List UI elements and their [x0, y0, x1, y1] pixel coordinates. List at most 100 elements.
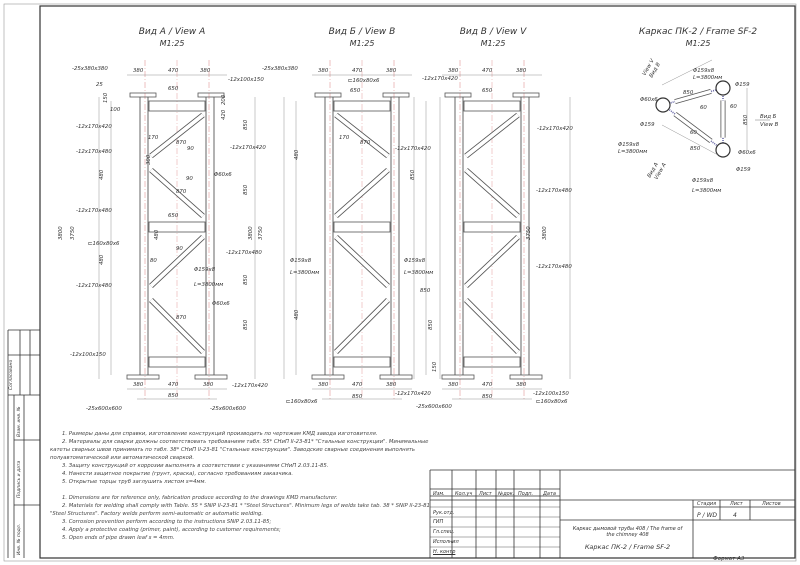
dimension-label-column-length: L=3800мм	[194, 282, 223, 288]
vertical-dimension-h3800: 3800	[58, 226, 64, 240]
tb-sheets-header: Листов	[762, 501, 781, 507]
base-plate	[126, 374, 160, 380]
dimension-label-rib-170x420: -12x170x420	[395, 146, 431, 152]
dimension-label-d60: 60	[730, 104, 737, 110]
dimension-label-column-length: L=3800мм	[404, 270, 433, 276]
base-plate	[194, 374, 228, 380]
top-plate	[129, 92, 157, 98]
stamp-sign-date: Подпись и дата	[16, 460, 22, 498]
dimension-label-column: Φ159x8	[194, 267, 216, 273]
plan-brace-fill	[674, 89, 712, 104]
dimension-label-pipe: Φ159	[735, 82, 750, 88]
dimension-label-channel: ⊏160x80x6	[286, 399, 318, 405]
vertical-dimension-h3750: 3750	[258, 226, 264, 240]
vertical-dimension-d480: 480	[154, 229, 160, 240]
dimension-label-d90: 90	[186, 176, 193, 182]
tb-role-chief: Гл.спец.	[433, 529, 455, 535]
vertical-dimension-d850: 850	[243, 184, 249, 195]
dimension-label-d470: 470	[352, 382, 363, 388]
dimension-label-d650: 650	[350, 88, 361, 94]
brace-pipe-fill	[149, 298, 205, 354]
dimension-label-rib-170x420: -12x170x420	[232, 383, 268, 389]
base-plate	[311, 374, 345, 380]
dimension-label-brace: Φ60x6	[640, 97, 658, 103]
dimension-label-d380: 380	[133, 382, 144, 388]
brace-pipe-fill	[464, 168, 520, 218]
dimension-label-d380: 380	[386, 68, 397, 74]
dimension-label-rib-170x420: -12x170x420	[537, 126, 573, 132]
vertical-dimension-d480: 480	[294, 309, 300, 320]
channel-strut	[148, 100, 206, 112]
tb-col-kol: Кол.уч	[455, 491, 473, 497]
side-stamp	[7, 329, 40, 558]
dimension-label-channel: ⊏160x80x6	[88, 241, 120, 247]
tower-view-b	[283, 60, 441, 400]
view-v-scale: M1:25	[481, 39, 506, 48]
vertical-dimension-h3800: 3800	[542, 226, 548, 240]
outer-border	[3, 3, 797, 562]
channel-strut	[333, 221, 391, 233]
note-ru-3: 3. Защиту конструкций от коррозии выполн…	[62, 463, 329, 469]
top-plate	[382, 92, 410, 98]
dimension-label-d870: 870	[176, 189, 187, 195]
dimension-label-d850: 850	[683, 90, 694, 96]
vertical-dimension-d200: 200	[221, 94, 227, 105]
view-a-title: Вид А / View A	[139, 27, 206, 37]
dimension-label-d25: 25	[96, 82, 103, 88]
vertical-dimension-d420: 420	[221, 109, 227, 120]
note-ru-4: 4. Нанести защитное покрытие (грунт, кра…	[62, 471, 294, 477]
dimension-label-brace: Φ60x6	[738, 150, 756, 156]
dimension-label-rib-100x150: -12x100x150	[70, 352, 106, 358]
dimension-label-rib-170x420: -12x170x420	[422, 76, 458, 82]
dimension-label-d850: 850	[352, 394, 363, 400]
dimension-label-column-length: L=3800мм	[693, 75, 722, 81]
plan-brace-weld	[662, 87, 724, 106]
title-block-grid	[429, 469, 795, 558]
dimension-label-d60: 60	[700, 105, 707, 111]
dimension-label-plate-top: -25x380x380	[72, 66, 108, 72]
dimension-label-plate-bottom: -25x600x600	[416, 404, 452, 410]
tower-views	[98, 60, 571, 400]
dimension-label-rib-170x480: -12x170x480	[76, 283, 112, 289]
vertical-dimension-d480: 480	[294, 149, 300, 160]
note-en-2: 2. Materials for welding shall comply wi…	[50, 503, 430, 517]
dimension-label-rib-100x150: -12x100x150	[228, 77, 264, 83]
dimension-label-view-b-arrow: Вид Б	[760, 114, 777, 120]
dimension-line	[661, 59, 713, 86]
dimension-label-d380: 380	[516, 68, 527, 74]
brace-pipe-fill	[464, 113, 520, 158]
tb-format: Формат А3	[713, 556, 745, 562]
dimension-label-d870: 870	[360, 140, 371, 146]
tb-role-head: Рук.отд.	[433, 510, 455, 516]
dimension-label-column-length: L=3800мм	[290, 270, 319, 276]
dimension-label-d650: 650	[168, 213, 179, 219]
dimension-label-d380: 380	[448, 382, 459, 388]
tb-role-executor: Исполнил	[433, 539, 459, 545]
stamp-agreed: Согласовано	[8, 360, 14, 390]
tb-role-control: Н. контр	[433, 549, 456, 555]
dimension-label-d470: 470	[168, 382, 179, 388]
dimension-label-d170: 170	[339, 135, 350, 141]
dimension-label-pipe: Φ159	[736, 167, 751, 173]
dimension-label-d850: 850	[690, 146, 701, 152]
tb-col-date: Дата	[543, 491, 556, 497]
tb-col-list: Лист	[479, 491, 492, 497]
tb-drawing-title: Каркас ПК-2 / Frame SF-2	[584, 543, 671, 551]
vertical-dimension-h3800: 3800	[248, 226, 254, 240]
dimension-label-d470: 470	[482, 382, 493, 388]
dimension-label-d380: 380	[318, 382, 329, 388]
brace-pipe-fill	[464, 298, 520, 354]
dimension-label-d850: 850	[420, 288, 431, 294]
base-plate	[379, 374, 413, 380]
dimension-label-channel: ⊏160x80x6	[536, 399, 568, 405]
dimension-label-rib-170x480: -12x170x480	[536, 264, 572, 270]
dimension-label-d850: 850	[168, 393, 179, 399]
inner-frame	[39, 5, 796, 559]
dimension-label-d380: 380	[516, 382, 527, 388]
note-ru-2: 2. Материалы для сварки должны соответст…	[50, 439, 429, 461]
tb-description: Каркас дымовой трубы 408 / The frame of …	[572, 526, 683, 538]
plan-column-pipe	[655, 97, 671, 113]
tb-col-sign: Подп.	[518, 491, 534, 497]
dimension-label-d170: 170	[148, 135, 159, 141]
vertical-dimension-d850: 850	[428, 319, 434, 330]
